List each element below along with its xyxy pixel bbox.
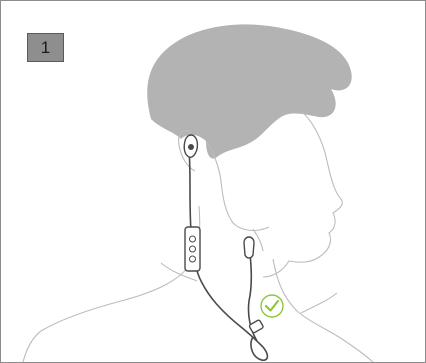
right-earbud (244, 237, 254, 258)
left-earbud (184, 135, 197, 157)
hair-shape (147, 24, 351, 158)
check-circle-icon (261, 295, 283, 317)
inline-remote (185, 227, 200, 271)
step-number-badge: 1 (27, 33, 64, 62)
cable-slider (249, 320, 264, 334)
